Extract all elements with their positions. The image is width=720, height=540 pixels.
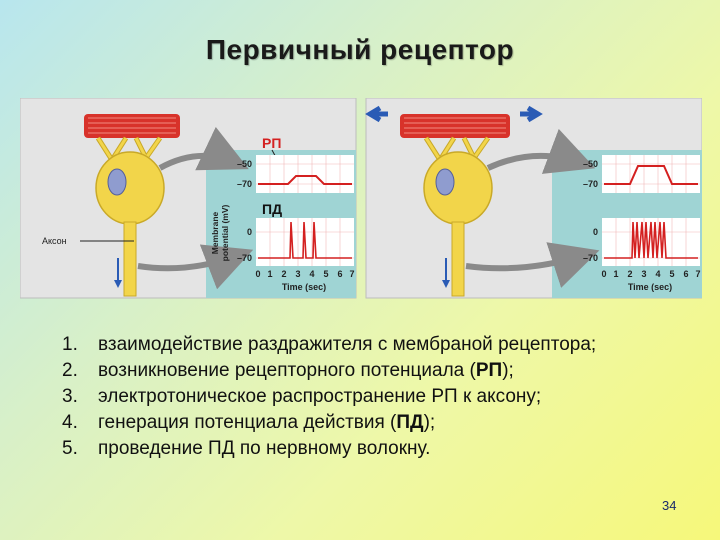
steps-list: 1.взаимодействие раздражителя с мембрано… (62, 332, 682, 462)
svg-text:2: 2 (281, 269, 286, 279)
time-ticks: 0 1 2 3 4 5 6 7 (601, 269, 700, 279)
nucleus (435, 168, 455, 196)
time-axis-label: Time (sec) (282, 282, 326, 292)
svg-text:7: 7 (695, 269, 700, 279)
tick-minus70: –70 (237, 179, 252, 189)
stretch-right-arrow-icon (520, 105, 543, 123)
tick-minus70: –70 (583, 253, 598, 263)
time-axis-label: Time (sec) (628, 282, 672, 292)
list-item: 5.проведение ПД по нервному волокну. (62, 438, 431, 459)
svg-text:2: 2 (627, 269, 632, 279)
svg-text:4: 4 (655, 269, 660, 279)
svg-text:0: 0 (601, 269, 606, 279)
rp-graph (256, 155, 354, 193)
rp-graph (602, 155, 700, 193)
muscle-fiber (84, 114, 180, 138)
arrow-to-pd-icon (465, 242, 600, 288)
svg-text:6: 6 (683, 269, 688, 279)
list-item: 4.генерация потенциала действия (ПД); (62, 412, 436, 433)
neuron-soma (423, 151, 493, 225)
tick-zero: 0 (593, 227, 598, 237)
svg-text:3: 3 (641, 269, 646, 279)
conduction-arrow-icon (114, 280, 122, 288)
receptor-figure: Аксон Membrane potential (mV) РП –50 –70… (20, 98, 702, 299)
svg-text:5: 5 (323, 269, 328, 279)
axon (451, 221, 465, 297)
y-axis-label: Membrane (210, 211, 220, 254)
rp-trace (258, 175, 352, 185)
time-ticks: 0 1 2 3 4 5 6 7 (255, 269, 354, 279)
list-item: 1.взаимодействие раздражителя с мембрано… (62, 334, 597, 355)
neuron-soma (95, 151, 165, 225)
axon (123, 221, 137, 297)
y-axis-label-2: potential (mV) (220, 205, 230, 262)
muscle-fiber (400, 114, 510, 138)
pd-label: ПД (262, 201, 282, 217)
tick-minus70: –70 (583, 179, 598, 189)
rp-label: РП (262, 135, 281, 151)
pd-trace (604, 221, 698, 259)
tick-minus50: –50 (583, 159, 598, 169)
pd-trace (258, 221, 352, 259)
list-item: 3.электротоническое распространение РП к… (62, 386, 542, 407)
list-item: 2.возникновение рецепторного потенциала … (62, 360, 514, 381)
svg-text:4: 4 (309, 269, 314, 279)
slide-title: Первичный рецептор (205, 34, 515, 65)
svg-text:5: 5 (669, 269, 674, 279)
nucleus (107, 168, 127, 196)
svg-text:6: 6 (337, 269, 342, 279)
axon-label: Аксон (42, 236, 67, 246)
rp-trace (604, 165, 698, 185)
panel-weak-stimulus: Аксон Membrane potential (mV) РП –50 –70… (20, 98, 357, 299)
arrow-to-rp-icon (158, 126, 249, 171)
page-number: 34 (662, 498, 677, 513)
stretch-left-arrow-icon (365, 105, 388, 123)
svg-text:0: 0 (255, 269, 260, 279)
svg-text:3: 3 (295, 269, 300, 279)
tick-minus50: –50 (237, 159, 252, 169)
svg-text:1: 1 (613, 269, 618, 279)
tick-zero: 0 (247, 227, 252, 237)
arrow-to-rp-icon (486, 128, 596, 174)
svg-text:1: 1 (267, 269, 272, 279)
panel-strong-stimulus: –50 –70 0 –70 0 1 2 3 4 5 6 7 Time (sec) (365, 98, 702, 299)
conduction-arrow-icon (442, 280, 450, 288)
tick-minus70: –70 (237, 253, 252, 263)
arrow-to-pd-icon (137, 244, 254, 290)
svg-text:7: 7 (349, 269, 354, 279)
